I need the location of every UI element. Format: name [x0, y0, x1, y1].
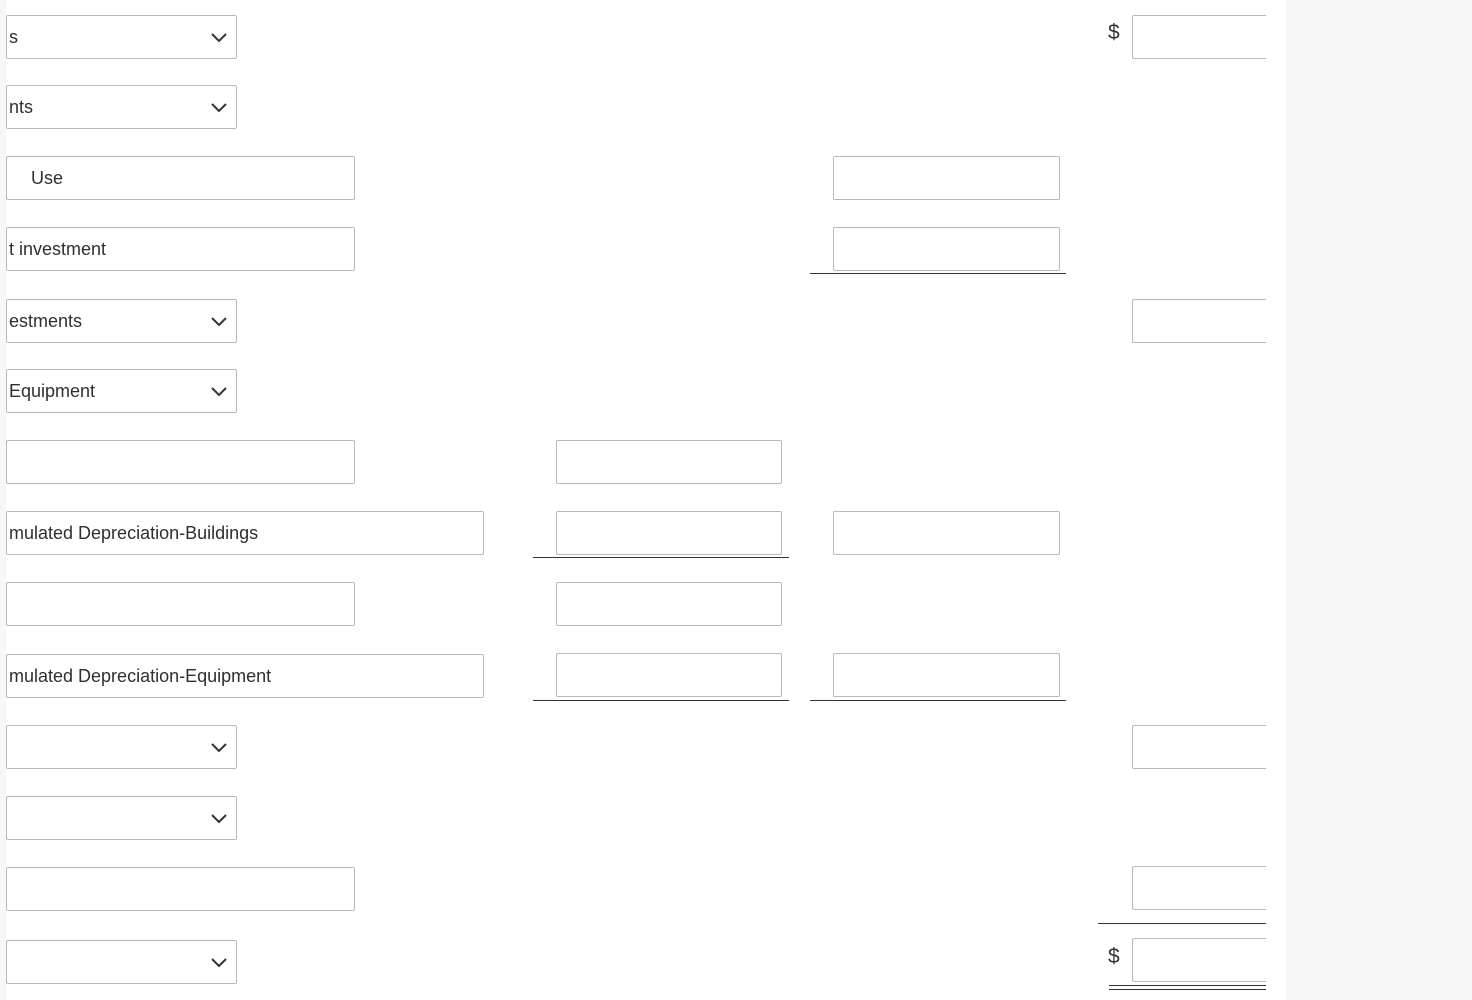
account-select-label: Equipment — [9, 380, 96, 401]
account-field-value: Use — [31, 167, 64, 188]
chevron-down-icon — [211, 958, 227, 968]
account-field-value: mulated Depreciation-Equipment — [9, 665, 272, 686]
chevron-down-icon — [211, 317, 227, 327]
chevron-down-icon — [211, 387, 227, 397]
currency-symbol: $ — [1108, 21, 1120, 44]
account-select[interactable]: Equipment — [6, 369, 237, 413]
account-select[interactable] — [6, 796, 237, 840]
chevron-down-icon — [211, 33, 227, 43]
account-text-field[interactable]: Use — [6, 156, 355, 200]
grand-total-input[interactable] — [1132, 938, 1266, 982]
account-text-field[interactable] — [6, 582, 355, 626]
account-select[interactable]: nts — [6, 85, 237, 129]
subtotal-amount-input[interactable] — [833, 227, 1060, 271]
total-amount-input[interactable] — [1132, 725, 1266, 769]
account-select-label: s — [9, 26, 18, 47]
total-amount-input[interactable] — [1132, 299, 1266, 343]
subtotal-amount-input[interactable] — [833, 511, 1060, 555]
total-underline — [1098, 923, 1266, 924]
amount-input[interactable] — [556, 511, 782, 555]
grand-total-double-underline — [1109, 985, 1266, 990]
chevron-down-icon — [211, 814, 227, 824]
account-field-value: mulated Depreciation-Buildings — [9, 522, 259, 543]
account-select[interactable]: estments — [6, 299, 237, 343]
amount-input[interactable] — [556, 653, 782, 697]
currency-symbol: $ — [1108, 945, 1120, 968]
subtotal-underline — [810, 700, 1066, 701]
amount-input[interactable] — [556, 582, 782, 626]
account-text-field[interactable] — [6, 867, 355, 911]
subtotal-amount-input[interactable] — [833, 653, 1060, 697]
total-amount-input[interactable] — [1132, 866, 1266, 910]
amount-underline — [533, 557, 789, 558]
chevron-down-icon — [211, 743, 227, 753]
subtotal-amount-input[interactable] — [833, 156, 1060, 200]
account-select[interactable] — [6, 725, 237, 769]
amount-underline — [533, 700, 789, 701]
amount-input[interactable] — [556, 440, 782, 484]
account-select-label: estments — [9, 310, 83, 331]
subtotal-underline — [810, 273, 1066, 274]
account-select[interactable] — [6, 940, 237, 984]
chevron-down-icon — [211, 103, 227, 113]
account-text-field[interactable] — [6, 440, 355, 484]
total-amount-input[interactable] — [1132, 15, 1266, 59]
account-text-field[interactable]: mulated Depreciation-Buildings — [6, 511, 484, 555]
balance-sheet-form: s $ nts Use t investment estments Equipm… — [6, 0, 1286, 1000]
account-text-field[interactable]: mulated Depreciation-Equipment — [6, 654, 484, 698]
account-select[interactable]: s — [6, 15, 237, 59]
account-select-label: nts — [9, 96, 34, 117]
account-field-value: t investment — [9, 238, 107, 259]
account-text-field[interactable]: t investment — [6, 227, 355, 271]
